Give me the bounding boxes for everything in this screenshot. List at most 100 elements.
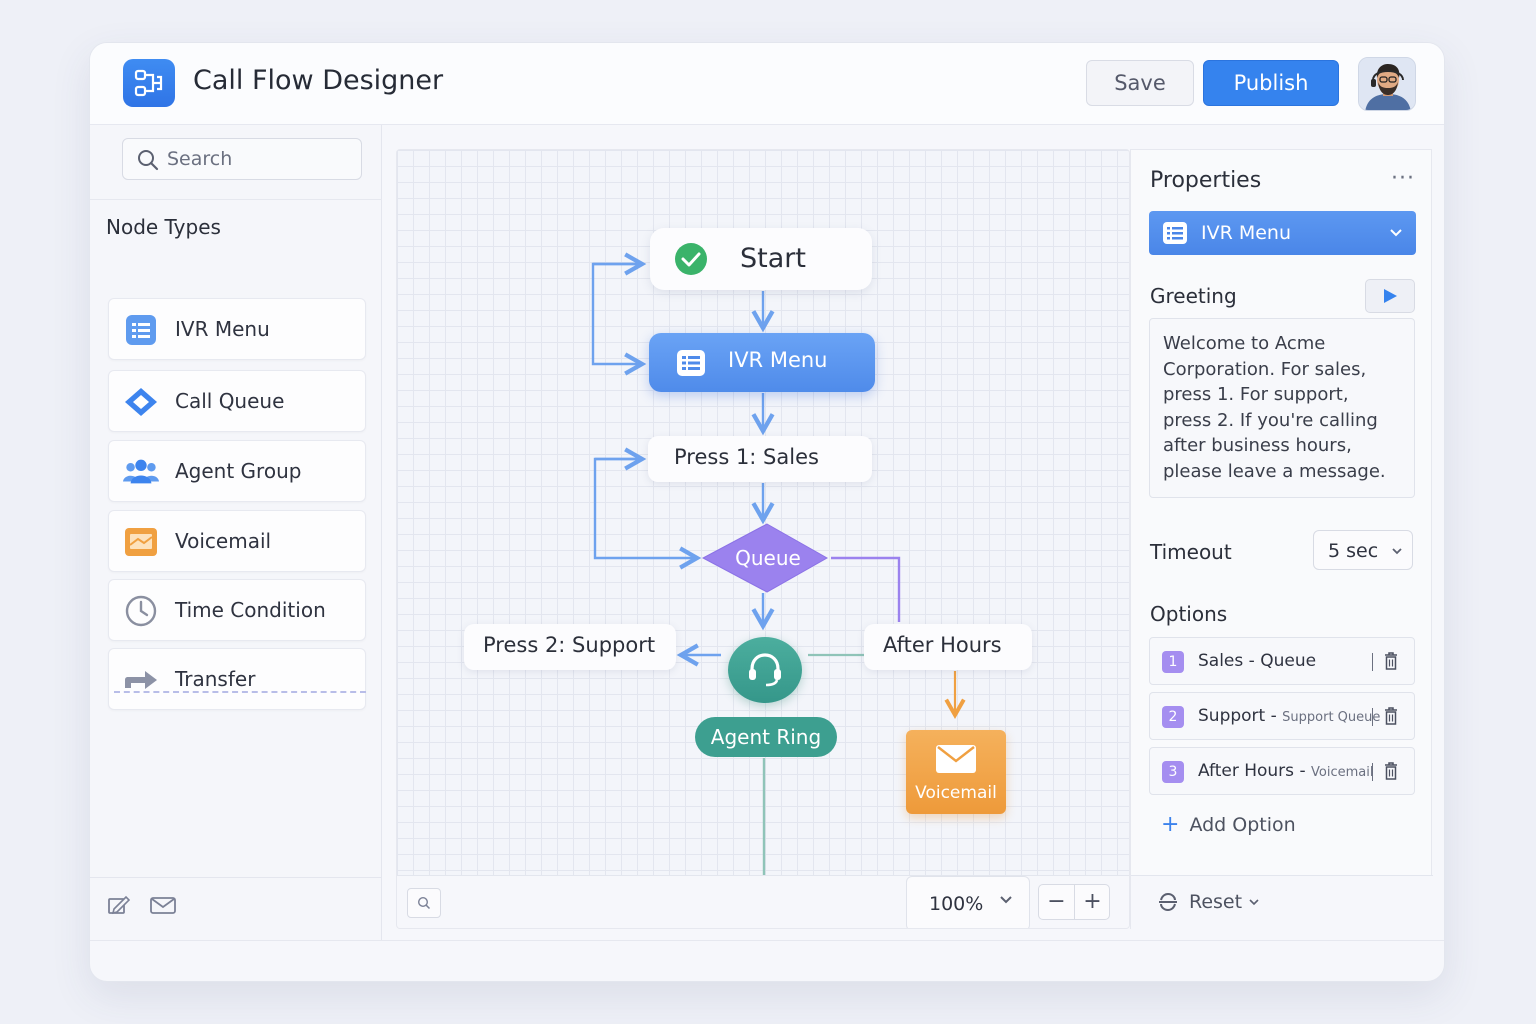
flow-canvas[interactable]: Start IVR Menu Press 1: Sales Queue Pres…: [396, 149, 1130, 929]
node-type-time-condition[interactable]: Time Condition: [108, 579, 366, 641]
chevron-down-icon: [1000, 896, 1012, 904]
node-type-ivr-menu[interactable]: IVR Menu: [108, 298, 366, 360]
connector-queue-afterhours: [831, 556, 901, 622]
option-row[interactable]: 3 After Hours - Voicemail: [1149, 747, 1415, 795]
zoom-controls-divider: [1074, 885, 1075, 919]
canvas-toolbar: 100% − +: [397, 875, 1129, 928]
zoom-out-button[interactable]: −: [1047, 889, 1066, 914]
reset-button[interactable]: Reset: [1157, 891, 1259, 913]
flow-node-label: Start: [740, 243, 806, 274]
node-type-voicemail[interactable]: Voicemail: [108, 510, 366, 572]
option-divider: [1372, 763, 1373, 781]
app-header: Call Flow Designer Save Publish: [90, 43, 1444, 125]
user-avatar-icon: [1359, 58, 1415, 110]
list-icon: [123, 314, 159, 346]
option-target: Voicemail: [1311, 765, 1374, 780]
properties-footer: Reset: [1131, 875, 1433, 930]
zoom-select[interactable]: 100%: [906, 876, 1030, 928]
flow-logo-icon: [134, 69, 163, 97]
trash-icon[interactable]: [1384, 762, 1398, 780]
edit-icon[interactable]: [108, 895, 130, 915]
option-number: 2: [1162, 706, 1184, 728]
flow-node-label: IVR Menu: [728, 348, 828, 372]
check-circle-icon: [675, 243, 707, 275]
more-options-button[interactable]: ···: [1391, 166, 1415, 191]
flow-node-after-hours[interactable]: After Hours: [864, 624, 1032, 670]
add-option-button[interactable]: +Add Option: [1161, 812, 1296, 837]
flow-node-agent[interactable]: [728, 637, 802, 703]
properties-title: Properties: [1150, 168, 1262, 193]
sidebar: Node Types IVR Menu Call Queue: [90, 125, 382, 940]
trash-icon[interactable]: [1384, 707, 1398, 725]
zoom-controls: − +: [1038, 884, 1110, 920]
node-type-agent-group[interactable]: Agent Group: [108, 440, 366, 502]
sidebar-footer-divider: [90, 877, 382, 878]
sidebar-divider: [90, 199, 382, 200]
canvas-search-button[interactable]: [407, 888, 441, 918]
node-type-select-value: IVR Menu: [1201, 222, 1292, 244]
node-type-label: Call Queue: [175, 389, 285, 413]
queue-diamond: [701, 523, 829, 593]
timeout-value: 5 sec: [1328, 540, 1379, 562]
node-type-label: Transfer: [175, 667, 256, 691]
flow-node-press2-support[interactable]: Press 2: Support: [464, 624, 676, 670]
trash-icon[interactable]: [1384, 652, 1398, 670]
node-type-label: Agent Group: [175, 459, 302, 483]
flow-node-voicemail[interactable]: Voicemail: [906, 730, 1006, 814]
flow-node-queue[interactable]: Queue: [735, 546, 801, 570]
option-number: 3: [1162, 761, 1184, 783]
option-divider: [1372, 708, 1373, 726]
reset-label: Reset: [1189, 891, 1243, 913]
plus-icon: +: [1161, 812, 1180, 837]
search-box[interactable]: [122, 138, 362, 180]
node-types-title: Node Types: [106, 215, 221, 239]
options-label: Options: [1150, 602, 1228, 626]
flow-node-ivr-menu[interactable]: IVR Menu: [649, 333, 875, 392]
clock-icon: [123, 595, 159, 627]
flow-node-label: Press 2: Support: [483, 633, 656, 657]
timeout-select[interactable]: 5 sec: [1313, 530, 1413, 570]
chevron-down-icon: [1249, 898, 1259, 905]
flow-node-press1-sales[interactable]: Press 1: Sales: [648, 436, 872, 482]
search-input[interactable]: [167, 147, 347, 171]
mail-icon[interactable]: [150, 897, 176, 915]
node-type-call-queue[interactable]: Call Queue: [108, 370, 366, 432]
option-name: After Hours: [1198, 761, 1295, 781]
list-icon: [677, 350, 705, 376]
node-type-label: Voicemail: [175, 529, 272, 553]
option-text: After Hours - Voicemail: [1198, 761, 1373, 781]
arrow-right-icon: [123, 664, 159, 696]
option-name: Sales: [1198, 651, 1244, 671]
option-text: Support - Support Queue: [1198, 706, 1380, 726]
flow-node-agent-ring[interactable]: Agent Ring: [695, 717, 837, 757]
greeting-textarea[interactable]: Welcome to Acme Corporation. For sales, …: [1149, 318, 1415, 498]
node-type-label: Time Condition: [175, 598, 326, 622]
save-button[interactable]: Save: [1086, 60, 1194, 106]
chevron-down-icon: [1390, 229, 1402, 237]
node-type-select[interactable]: IVR Menu: [1149, 211, 1416, 255]
option-target: Support Queue: [1282, 710, 1381, 725]
play-greeting-button[interactable]: [1365, 279, 1415, 313]
list-icon: [1163, 222, 1187, 244]
zoom-in-button[interactable]: +: [1083, 889, 1102, 914]
publish-button[interactable]: Publish: [1203, 60, 1339, 106]
option-row[interactable]: 2 Support - Support Queue: [1149, 692, 1415, 740]
diamond-icon: [123, 386, 159, 418]
flow-node-start[interactable]: Start: [650, 228, 872, 290]
reset-icon: [1159, 892, 1177, 912]
option-separator: -: [1294, 761, 1311, 781]
node-type-label: IVR Menu: [175, 317, 270, 341]
search-icon: [138, 150, 159, 171]
voicemail-icon: [123, 526, 159, 558]
flow-node-label: Press 1: Sales: [674, 445, 819, 469]
node-type-transfer[interactable]: Transfer: [108, 648, 366, 710]
app-window: Call Flow Designer Save Publish: [89, 42, 1445, 982]
option-row[interactable]: 1 Sales - Queue: [1149, 637, 1415, 685]
option-divider: [1372, 653, 1373, 671]
app-logo: [123, 59, 175, 107]
option-text: Sales - Queue: [1198, 651, 1316, 671]
zoom-value: 100%: [929, 893, 984, 915]
flow-connectors: [591, 252, 966, 875]
user-avatar[interactable]: [1358, 57, 1416, 111]
option-target: Queue: [1260, 651, 1317, 671]
